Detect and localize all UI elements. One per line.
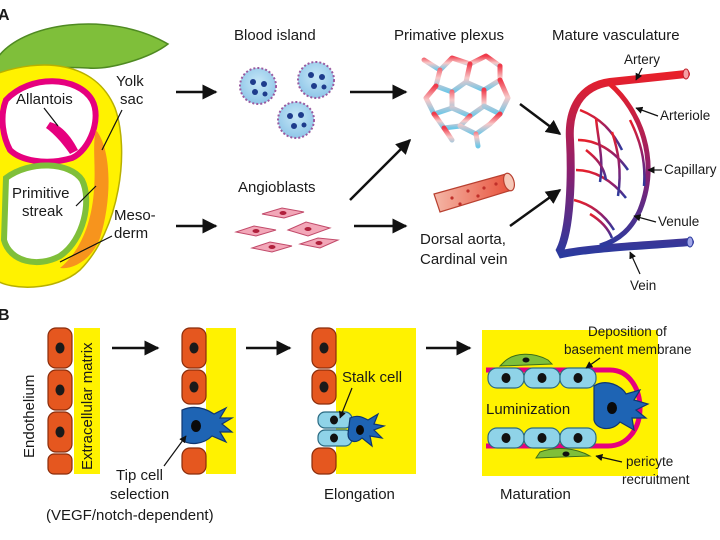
tip-cell-pointer	[163, 435, 187, 467]
primitive-streak-label-1: Primitive	[12, 185, 70, 202]
mesoderm-label-2: derm	[114, 225, 148, 242]
yolk-sac-pointer	[101, 109, 123, 151]
arrow-angioblasts-to-plexus	[349, 138, 412, 201]
blood-island-title: Blood island	[234, 27, 316, 44]
angioblast-nuclei	[252, 211, 323, 249]
extracellular-matrix-label: Extracellular matrix	[79, 342, 96, 470]
primitive-streak-label-2: streak	[22, 203, 63, 220]
pericyte-pointer	[595, 453, 623, 463]
allantois-label: Allantois	[16, 91, 73, 108]
angioblast-cells	[234, 207, 340, 253]
dorsal-aorta-label-2: Cardinal vein	[420, 251, 508, 268]
allantois-pointer	[43, 107, 59, 127]
panel-b-letter: B	[0, 307, 10, 324]
stalk-cell-label: Stalk cell	[342, 369, 402, 386]
dorsal-aorta-vessel	[433, 172, 516, 213]
luminization-label: Luminization	[486, 401, 570, 418]
arteriole-label: Arteriole	[660, 108, 710, 123]
venule-pointer	[633, 214, 657, 223]
elongation-label: Elongation	[324, 486, 395, 503]
tip-cell-label-3: (VEGF/notch-dependent)	[46, 507, 214, 524]
panel-a-letter: A	[0, 7, 10, 24]
pericyte-label-2: recruitment	[622, 472, 690, 487]
artery-pointer	[635, 67, 643, 81]
maturation-label: Maturation	[500, 486, 571, 503]
primitive-plexus-title: Primative plexus	[394, 27, 504, 44]
endothelium-label: Endothelium	[21, 375, 38, 458]
mature-vasculature-title: Mature vasculature	[552, 27, 680, 44]
vein-pointer	[629, 251, 641, 275]
mature-vasculature-network	[555, 68, 694, 259]
stage1-endothelium	[47, 327, 100, 475]
stage3-elongation	[311, 327, 416, 475]
arrow-aorta-to-mature	[509, 188, 562, 228]
deposition-pointer	[585, 357, 601, 369]
primitive-plexus-network	[421, 53, 511, 149]
arteriole-pointer	[635, 106, 659, 117]
pericyte-label-1: pericyte	[626, 454, 673, 469]
deposition-label-2: basement membrane	[564, 342, 692, 357]
embryo-illustration	[0, 23, 170, 288]
capillary-label: Capillary	[664, 162, 717, 177]
stage4-maturation	[482, 330, 658, 476]
blood-island-cells	[239, 61, 335, 139]
artery-label: Artery	[624, 52, 660, 67]
tip-cell-label-2: selection	[110, 486, 169, 503]
yolk-sac-label-1: Yolk	[116, 73, 144, 90]
vein-label: Vein	[630, 278, 656, 293]
deposition-label-1: Deposition of	[588, 324, 667, 339]
stalk-cell-pointer	[339, 387, 353, 419]
mesoderm-label-1: Meso-	[114, 207, 156, 224]
angioblasts-title: Angioblasts	[238, 179, 316, 196]
tip-cell-label-1: Tip cell	[116, 467, 163, 484]
mesoderm-pointer	[59, 235, 113, 263]
venule-label: Venule	[658, 214, 699, 229]
dorsal-aorta-label-1: Dorsal aorta,	[420, 231, 506, 248]
yolk-sac-label-2: sac	[120, 91, 144, 108]
stage2-tip-cell-selection	[181, 327, 236, 475]
primitive-streak-pointer	[75, 185, 97, 207]
arrow-plexus-to-mature	[519, 103, 562, 135]
